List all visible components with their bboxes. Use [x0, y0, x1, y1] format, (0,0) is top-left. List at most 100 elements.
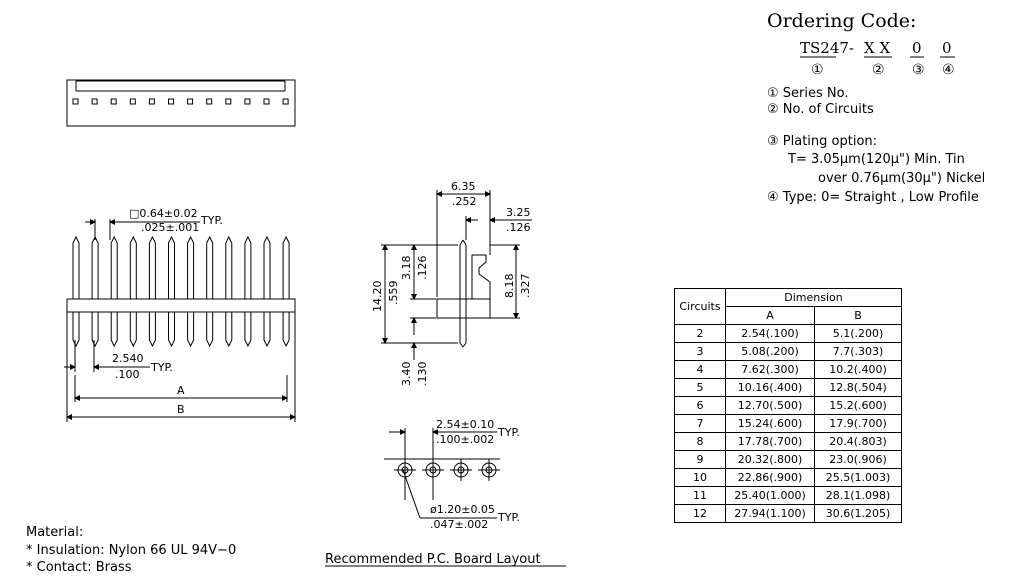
side-view: [381, 190, 532, 360]
pcb-layout: [384, 428, 500, 519]
pcb-caption: Recommended P.C. Board Layout: [325, 552, 541, 567]
side-off-in: .126: [506, 221, 531, 234]
front-pin: [72, 235, 80, 348]
cell-b: 17.9(.700): [814, 414, 902, 433]
side-w-in: .252: [452, 195, 477, 208]
pcb-pitch-mm: 2.54±0.10: [436, 418, 494, 431]
cell-b: 23.0(.906): [814, 450, 902, 469]
top-view: [66, 79, 296, 127]
pcb-hole-in: .047±.002: [430, 518, 488, 531]
front-pin: [225, 235, 233, 348]
pcb-hole: [450, 459, 472, 481]
plating-line2: over 0.76μm(30μ") Nickel: [818, 171, 985, 186]
dim-a-label: A: [177, 384, 185, 397]
pin-size-in: .025±.001: [141, 221, 199, 234]
pin-square: [168, 98, 174, 105]
pin-square: [263, 98, 270, 105]
cell-a: 12.70(.500): [725, 396, 815, 415]
front-pin: [129, 235, 137, 348]
pitch-in: .100: [115, 368, 140, 381]
pcb-pitch-typ: TYP.: [497, 426, 520, 439]
ordering-block: Ordering Code: TS247- X X 0 0 ① ② ③ ④ ① …: [767, 10, 985, 205]
pin-square: [148, 98, 155, 105]
front-pin: [263, 235, 271, 348]
material-contact: * Contact: Brass: [26, 560, 132, 575]
cell-n: 4: [674, 360, 726, 379]
cell-a: 17.78(.700): [725, 432, 815, 451]
plating-line1: T= 3.05μm(120μ") Min. Tin: [787, 152, 965, 167]
pin-size-mm: □0.64±0.02: [129, 207, 198, 220]
cell-n: 7: [674, 414, 726, 433]
cell-b: 7.7(.303): [814, 342, 902, 361]
cell-n: 11: [674, 486, 726, 505]
pin-size-typ: TYP.: [200, 214, 223, 227]
pitch-mm: 2.540: [112, 352, 144, 365]
side-h-in: .559: [387, 281, 400, 306]
cell-n: 9: [674, 450, 726, 469]
side-top-in: .126: [416, 256, 429, 281]
side-off-mm: 3.25: [506, 206, 531, 219]
dim-b-label: B: [177, 403, 185, 416]
pin-square: [110, 98, 117, 105]
cell-a: 15.24(.600): [725, 414, 815, 433]
cell-b: 30.6(1.205): [814, 504, 902, 523]
pin-square: [244, 98, 251, 105]
plating-title: ③ Plating option:: [767, 134, 877, 149]
col-b-header: B: [814, 306, 902, 325]
side-body-in: .327: [519, 274, 532, 299]
side-tail-in: .130: [416, 362, 429, 387]
pcb-hole-mm: ø1.20±0.05: [430, 503, 495, 516]
side-h-mm: 14.20: [371, 281, 384, 313]
cell-a: 22.86(.900): [725, 468, 815, 487]
pin-square: [282, 98, 289, 105]
pitch-typ: TYP.: [150, 361, 173, 374]
pin-square: [225, 98, 232, 105]
front-view: [64, 219, 296, 422]
ordering-legend-2: ② No. of Circuits: [767, 102, 874, 117]
material-insulation: * Insulation: Nylon 66 UL 94V−0: [26, 543, 236, 558]
pin-square: [72, 98, 79, 105]
ordering-legend-1: ① Series No.: [767, 86, 848, 101]
side-w-mm: 6.35: [451, 180, 476, 193]
material-title: Material:: [26, 525, 83, 540]
cell-n: 10: [674, 468, 726, 487]
cell-a: 27.94(1.100): [725, 504, 815, 523]
ordering-prefix: TS247-: [800, 39, 854, 57]
front-pin: [206, 235, 214, 348]
pcb-pitch-in: .100±.002: [436, 433, 494, 446]
ordering-num3: ③: [912, 62, 925, 78]
side-top-mm: 3.18: [400, 256, 413, 281]
cell-n: 5: [674, 378, 726, 397]
cell-n: 2: [674, 324, 726, 343]
pin-square: [129, 98, 136, 105]
ordering-num2: ②: [872, 62, 885, 78]
cell-b: 12.8(.504): [814, 378, 902, 397]
front-pin: [168, 235, 175, 348]
pcb-hole: [478, 459, 500, 481]
front-pin: [91, 235, 99, 348]
side-body-mm: 8.18: [503, 274, 516, 299]
cell-a: 2.54(.100): [725, 324, 815, 343]
ordering-num1: ①: [811, 62, 824, 78]
cell-n: 3: [674, 342, 726, 361]
cell-b: 5.1(.200): [814, 324, 902, 343]
pcb-hole-typ: TYP.: [497, 511, 520, 524]
cell-b: 25.5(1.003): [814, 468, 902, 487]
front-pin: [244, 235, 252, 348]
front-pin: [282, 235, 290, 348]
front-pin: [187, 235, 195, 348]
cell-a: 10.16(.400): [725, 378, 815, 397]
cell-b: 20.4(.803): [814, 432, 902, 451]
front-view-labels: □0.64±0.02 .025±.001 TYP. 2.540 .100 TYP…: [112, 207, 223, 416]
